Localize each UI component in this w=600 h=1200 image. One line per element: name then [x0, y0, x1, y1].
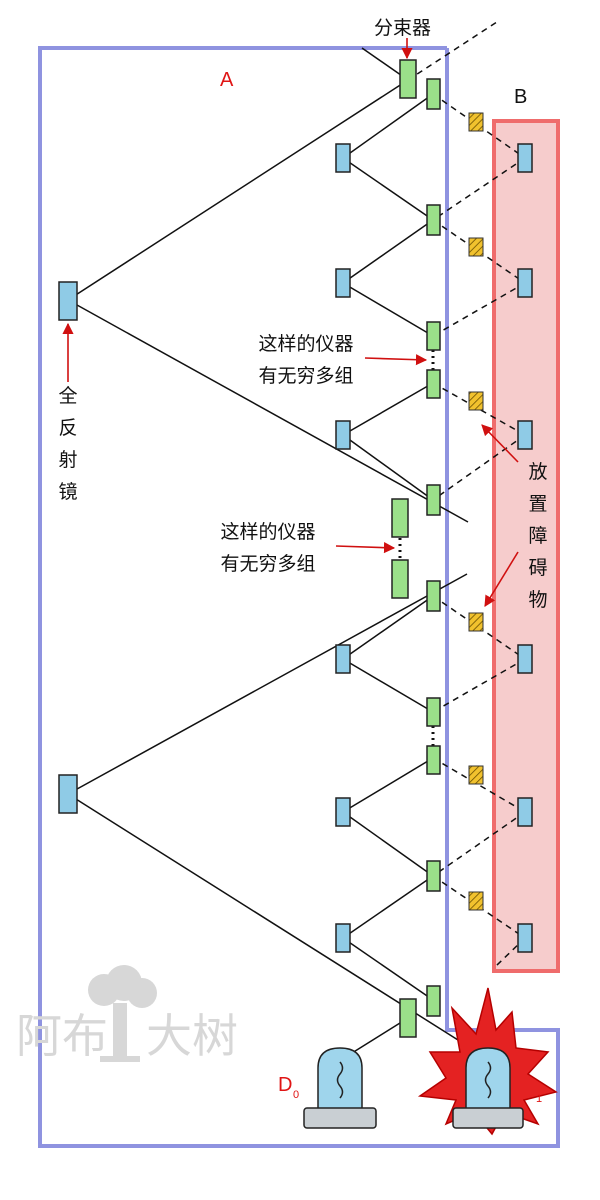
- beam-splitter: [426, 580, 441, 612]
- beam-splitter: [391, 498, 409, 538]
- tree-icon: [88, 965, 157, 1062]
- mirror: [335, 644, 351, 674]
- beam-splitter: [399, 59, 417, 99]
- mirror: [335, 268, 351, 298]
- watermark: 阿布 大树: [16, 965, 238, 1063]
- region-a-label: A: [220, 69, 234, 91]
- svg-text:障: 障: [528, 525, 547, 547]
- svg-text:放: 放: [528, 461, 547, 483]
- obstacle: [468, 612, 484, 632]
- detector-d0-label: D 0: [278, 1074, 299, 1101]
- mirror: [517, 797, 533, 827]
- beam-splitter: [399, 998, 417, 1038]
- instruments-label-middle: 这样的仪器 有无穷多组: [220, 521, 315, 575]
- svg-text:有无穷多组: 有无穷多组: [220, 553, 315, 575]
- svg-text:这样的仪器: 这样的仪器: [258, 333, 353, 355]
- mirror: [517, 644, 533, 674]
- beam-splitter: [426, 321, 441, 351]
- mirror: [335, 143, 351, 173]
- beam-splitter: [426, 78, 441, 110]
- mirror: [335, 923, 351, 953]
- detector-d0: [303, 1047, 377, 1129]
- beam-splitter: [426, 369, 441, 399]
- full-mirror: [58, 774, 78, 814]
- mirror: [335, 420, 351, 450]
- svg-text:大树: 大树: [146, 1009, 238, 1063]
- svg-text:0: 0: [293, 1089, 299, 1101]
- detector-d1-label: 1: [536, 1093, 542, 1105]
- mirrors: [58, 143, 533, 953]
- region-b-label: B: [514, 86, 527, 108]
- beam-splitter: [426, 204, 441, 236]
- svg-text:阿布: 阿布: [16, 1009, 108, 1063]
- detector-d1: [452, 1047, 524, 1129]
- svg-text:射: 射: [58, 449, 77, 471]
- arrow-obstacle-upper: [481, 424, 519, 463]
- group-gap-dots: [398, 350, 435, 746]
- arrow-instruments-upper: [364, 354, 428, 366]
- beam-splitters: [391, 59, 441, 1038]
- obstacle: [468, 891, 484, 911]
- obstacle: [468, 112, 484, 132]
- region-a-border: [38, 46, 560, 1148]
- beam-splitter: [426, 484, 441, 516]
- svg-text:反: 反: [58, 417, 77, 439]
- obstacle: [468, 237, 484, 257]
- mirror: [517, 923, 533, 953]
- mirror: [517, 420, 533, 450]
- svg-text:置: 置: [528, 493, 547, 515]
- annotation-arrows: [62, 38, 519, 607]
- instruments-label-upper: 这样的仪器 有无穷多组: [258, 333, 353, 387]
- svg-text:镜: 镜: [58, 481, 77, 503]
- svg-text:有无穷多组: 有无穷多组: [258, 365, 353, 387]
- mirror: [517, 268, 533, 298]
- beam-splitter: [426, 860, 441, 892]
- full-mirror-label: 全 反 射 镜: [58, 385, 77, 503]
- svg-text:D: D: [278, 1074, 292, 1096]
- obstacle: [468, 391, 484, 411]
- mirror: [335, 797, 351, 827]
- region-b-box: [492, 119, 560, 973]
- svg-text:碍: 碍: [528, 557, 547, 579]
- beam-splitter: [391, 559, 409, 599]
- beam-splitter: [426, 697, 441, 727]
- arrow-instruments-middle: [335, 542, 396, 554]
- obstacle: [468, 765, 484, 785]
- full-mirror: [58, 281, 78, 321]
- beam-splitter: [426, 985, 441, 1017]
- obstacle-label: 放 置 障 碍 物: [528, 461, 547, 611]
- svg-text:1: 1: [536, 1093, 542, 1105]
- arrow-obstacle-lower: [484, 551, 519, 607]
- svg-text:物: 物: [528, 589, 547, 611]
- obstacles: [468, 112, 484, 911]
- beam-splitter-label: 分束器: [374, 17, 431, 39]
- beam-splitter: [426, 745, 441, 775]
- svg-text:这样的仪器: 这样的仪器: [220, 521, 315, 543]
- mirror: [517, 143, 533, 173]
- svg-text:全: 全: [58, 385, 77, 407]
